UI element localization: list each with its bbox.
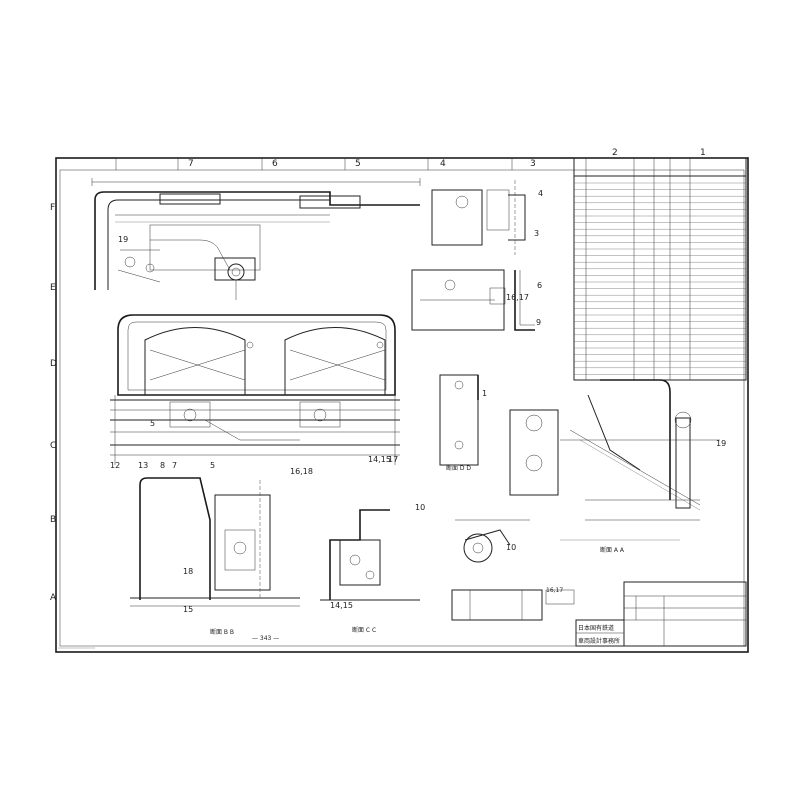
callout-1: 3	[534, 229, 539, 238]
section-dd-view: 1 断面 D D	[439, 374, 559, 496]
section-cc-view: 10 14,15 断面 C C	[320, 503, 425, 634]
callout-9: 17	[388, 455, 398, 464]
section-aa-view: 19 断面 A A	[560, 379, 726, 554]
column-label: 4	[440, 159, 446, 169]
column-label: 5	[355, 159, 361, 169]
callout-12: 12	[110, 461, 120, 470]
section-bb-title: 断面 B B	[210, 628, 234, 636]
callout-6: 16,17	[506, 293, 529, 302]
page-number: — 343 —	[252, 635, 279, 642]
callout-16-18: 5	[210, 461, 215, 470]
callout-5: 5	[150, 419, 155, 428]
row-markers: F E D C B A	[50, 203, 57, 603]
row-label: E	[50, 283, 56, 293]
org-name-line2: 車両設計事務所	[578, 637, 620, 645]
callout-3: 4	[538, 189, 543, 198]
callout-14-15: 16,18	[290, 467, 313, 476]
row-label: D	[50, 359, 57, 369]
bracket-detail-top: 4 3 6 16,17 9	[411, 180, 543, 331]
callout-18: 18	[183, 567, 193, 576]
column-label: 7	[188, 159, 194, 169]
section-cc-title: 断面 C C	[352, 626, 376, 634]
callout-17: 14,15	[368, 455, 391, 464]
callout-10-detail: 10	[506, 543, 516, 552]
column-label: 3	[530, 159, 536, 169]
callout-11: 1	[482, 389, 487, 398]
row-label: C	[50, 441, 56, 451]
lever-detail: 10 16,17	[451, 519, 563, 621]
row-label: F	[50, 203, 55, 213]
plan-view: 12 13 8 7 5 16,18 14,15 17 5	[110, 314, 400, 476]
row-label: B	[50, 515, 56, 525]
section-dd-title: 断面 D D	[446, 464, 471, 472]
callout-17-cc: 14,15	[330, 601, 353, 610]
callout-4: 6	[537, 281, 542, 290]
callout-13: 13	[138, 461, 148, 470]
section-bb-view: 18 15 断面 B B	[130, 477, 300, 636]
column-label: 6	[272, 159, 278, 169]
callout-15: 15	[183, 605, 193, 614]
column-markers: 7 6 5 4 3 2 1	[177, 148, 706, 170]
callout-7: 7	[172, 461, 177, 470]
org-name-line1: 日本国有鉄道	[578, 624, 614, 632]
column-label: 2	[612, 148, 618, 158]
title-block: 日本国有鉄道 車両設計事務所	[545, 581, 747, 647]
parts-list-table	[573, 157, 747, 381]
callout-19-aa: 19	[716, 439, 726, 448]
column-label: 1	[700, 148, 706, 158]
section-aa-title: 断面 A A	[600, 546, 625, 554]
callout-19: 19	[118, 235, 128, 244]
callout-2: 9	[536, 318, 541, 327]
callout-16-17: 16,17	[546, 587, 563, 594]
callout-10: 10	[415, 503, 425, 512]
callout-8: 8	[160, 461, 165, 470]
sheet-border	[55, 157, 749, 653]
top-left-side-view: 19	[91, 178, 421, 300]
row-label: A	[50, 593, 57, 603]
